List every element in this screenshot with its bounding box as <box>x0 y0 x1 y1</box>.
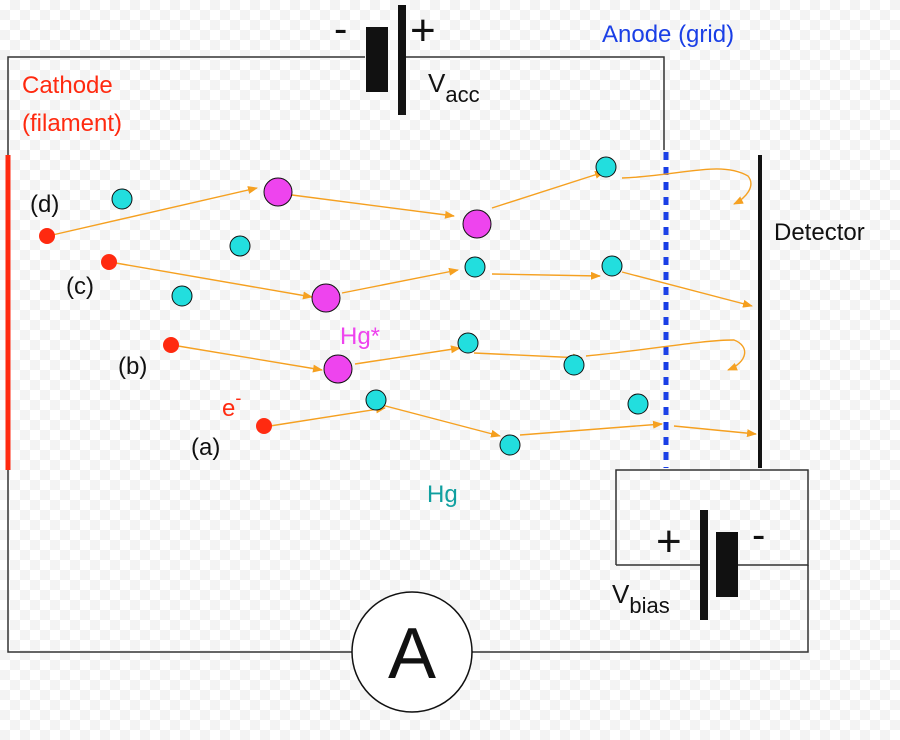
vbias-plus-sign: + <box>656 517 682 566</box>
trajectory-d-3 <box>491 170 605 209</box>
detector-label: Detector <box>774 219 865 246</box>
vacc-plus-sign: + <box>410 6 436 55</box>
hg-atom <box>595 156 617 178</box>
hg-atom <box>229 235 251 257</box>
electron-d <box>39 228 55 244</box>
wire-top-right <box>405 56 665 150</box>
trajectory-b-1 <box>171 344 323 373</box>
electron-a <box>256 418 272 434</box>
cathode-label-line1: Cathode <box>22 72 113 99</box>
path-d-label: (d) <box>30 191 59 218</box>
hg-atom <box>601 255 623 277</box>
vacc-minus-sign: - <box>334 7 347 51</box>
hg-atom <box>563 354 585 376</box>
path-c-label: (c) <box>66 273 94 300</box>
trajectory-b-3 <box>473 352 583 362</box>
bias-positive-plate <box>700 510 708 620</box>
wire-bias-loop <box>615 469 809 566</box>
hg-excited-label: Hg* <box>340 323 380 350</box>
vacc-subscript: acc <box>445 82 479 107</box>
hg-excited-atoms <box>263 177 492 384</box>
trajectories <box>47 168 757 438</box>
anode-label: Anode (grid) <box>602 21 734 48</box>
hg-atoms <box>111 156 649 456</box>
electron-b <box>163 337 179 353</box>
accelerating-battery <box>366 5 406 115</box>
hg-atom <box>464 256 486 278</box>
vbias-label: Vbias <box>612 579 670 618</box>
trajectory-c-3 <box>491 271 601 280</box>
circuit-wires <box>7 56 809 653</box>
vbias-v: V <box>612 579 630 609</box>
trajectory-a-2 <box>377 403 501 438</box>
hg-excited-atom <box>311 283 341 313</box>
hg-atom <box>457 332 479 354</box>
battery-positive-plate <box>398 5 406 115</box>
cathode-label-line2: (filament) <box>22 110 122 137</box>
electron-label: e- <box>222 388 241 422</box>
electron-c <box>101 254 117 270</box>
vacc-label: Vacc <box>428 68 480 107</box>
ammeter-label: A <box>388 614 436 694</box>
trajectory-d-1 <box>47 186 258 237</box>
hg-label: Hg <box>427 481 458 508</box>
vbias-subscript: bias <box>629 593 669 618</box>
bias-negative-plate <box>716 532 738 597</box>
battery-negative-plate <box>366 27 388 92</box>
hg-atom <box>499 434 521 456</box>
hg-atom <box>627 393 649 415</box>
trajectory-a-1 <box>269 405 386 427</box>
trajectory-c-4 <box>621 271 753 308</box>
trajectory-b-2 <box>354 345 461 365</box>
trajectory-d-4 <box>621 168 752 205</box>
hg-excited-atom <box>462 209 492 239</box>
ammeter-circle <box>351 591 473 713</box>
hg-excited-atom <box>323 354 353 384</box>
path-b-label: (b) <box>118 353 147 380</box>
trajectory-a-4 <box>673 425 757 438</box>
vbias-minus-sign: - <box>752 513 765 557</box>
trajectory-c-1 <box>109 261 313 300</box>
hg-atom <box>111 188 133 210</box>
electrons <box>39 228 272 434</box>
hg-atom <box>365 389 387 411</box>
electron-label-sup: - <box>235 388 241 408</box>
trajectory-c-2 <box>341 267 459 294</box>
bias-battery <box>700 510 738 620</box>
electron-label-e: e <box>222 395 235 422</box>
hg-atom <box>171 285 193 307</box>
hg-excited-atom <box>263 177 293 207</box>
trajectory-b-4 <box>585 339 746 371</box>
wire-bottom-left <box>7 470 352 653</box>
vacc-v: V <box>428 68 446 98</box>
trajectory-a-3 <box>519 420 663 436</box>
wire-bottom-right <box>472 565 809 653</box>
trajectory-d-2 <box>291 194 455 219</box>
path-a-label: (a) <box>191 434 220 461</box>
